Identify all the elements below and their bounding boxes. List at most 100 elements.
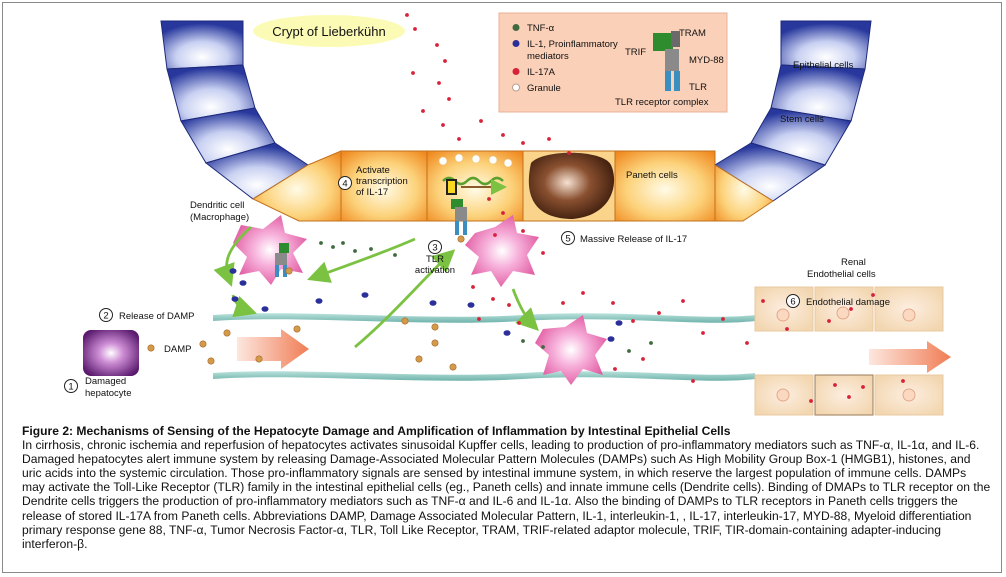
il17a-dot [827,319,831,323]
il17a-dot [493,233,497,237]
step-4-label: transcription [356,176,408,187]
damp-dot [401,317,409,325]
il17a-dot [631,319,635,323]
step-4-circle [338,176,352,190]
step-4-number: 4 [342,179,347,190]
il17a-dot [847,395,851,399]
il17a-dot [413,27,417,31]
step-1-circle [64,379,78,393]
legend-label: IL-1, Proinflammatory [527,39,618,50]
legend-tlr-complex: TLR receptor complex [615,97,709,108]
renal-endothelial-cells [754,286,944,416]
step-5-number: 5 [565,234,570,245]
paneth-cell [714,151,774,222]
legend-label: mediators [527,51,569,62]
il17a-dot [443,59,447,63]
label-damp: DAMP [164,344,191,355]
step-1-label: hepatocyte [85,388,131,399]
legend-myd88: MYD-88 [689,55,724,66]
granule [438,156,448,166]
il17a-dot [447,97,451,101]
tnf-dot [341,241,345,245]
il17a-dot [561,301,565,305]
tnf-dot [319,241,323,245]
il17a-dot [861,385,865,389]
step-3-circle [428,240,442,254]
il17a-dot [477,317,481,321]
damp-dot [431,323,439,331]
legend-swatch [512,83,520,92]
step-2-label: Release of DAMP [119,311,195,322]
il17a-dot [849,307,853,311]
step-1-number: 1 [68,382,73,393]
il17a-dot [691,379,695,383]
il1-dot [429,300,437,306]
il17a-dot [701,331,705,335]
il17a-dot [641,357,645,361]
il17-cell-crypt [465,215,539,287]
label-renal-2: Endothelial cells [807,269,876,280]
legend-items: TNF-αIL-1, ProinflammatorymediatorsIL-17… [512,23,618,94]
damp-dot [449,363,457,371]
il17a-dot [567,151,571,155]
label-stem-cells: Stem cells [780,114,824,125]
paneth-cell-step4 [340,150,428,222]
il17a-dot [411,71,415,75]
label-dendritic-2: (Macrophage) [190,212,249,223]
step-2-circle [99,308,113,322]
tnf-dot [649,341,653,345]
granule [471,154,481,164]
green-arrows [213,225,539,349]
il17a-dot [517,321,521,325]
il1-dot [467,302,475,308]
transcription-box [446,179,457,195]
legend-label: TNF-α [527,23,555,34]
caption-body: In cirrhosis, chronic ischemia and reper… [22,438,991,551]
tlr-receptor-paneth [451,199,467,235]
step-1-label: Damaged [85,376,126,387]
step-3-label: TLR [426,254,444,265]
caption-title: Figure 2: Mechanisms of Sensing of the H… [22,424,731,438]
tnf-dot [521,339,525,343]
tnf-dot [331,245,335,249]
legend-swatch [512,24,520,31]
il1-dot [615,320,623,326]
legend-label: IL-17A [527,67,556,78]
label-epithelial-cells: Epithelial cells [793,60,853,71]
flow-arrow-left [237,329,309,369]
il17a-dot [507,303,511,307]
il17a-dot [745,341,749,345]
il17a-dot [487,197,491,201]
damp-dot [285,267,293,275]
legend-trif: TRIF [625,47,646,58]
step-5-circle [561,231,575,245]
damp-dot [415,355,423,363]
il17a-dot [405,13,409,17]
crypt-label-text: Crypt of Lieberkühn [272,24,385,39]
il17a-dot [521,229,525,233]
il17a-dot [613,367,617,371]
il17a-dot [761,299,765,303]
il17a-dot [491,297,495,301]
il17a-dot [833,383,837,387]
flow-arrow-right [869,341,951,373]
damp-dot [147,344,155,352]
il1-dot [239,280,247,286]
damp-dot [457,235,465,243]
il17a-dot [421,109,425,113]
il17a-dot [479,119,483,123]
step-2-number: 2 [103,311,108,322]
il17a-dot [657,311,661,315]
step-3-label: activation [415,265,455,276]
granule [503,158,513,168]
il17a-dot [541,251,545,255]
il1-dot [503,330,511,336]
legend-swatch [512,40,520,47]
legend-tram: TRAM [679,28,706,39]
il17a-dot [435,43,439,47]
legend-label: Granule [527,83,561,94]
il1-dot [361,292,369,298]
tnf-dot [353,249,357,253]
